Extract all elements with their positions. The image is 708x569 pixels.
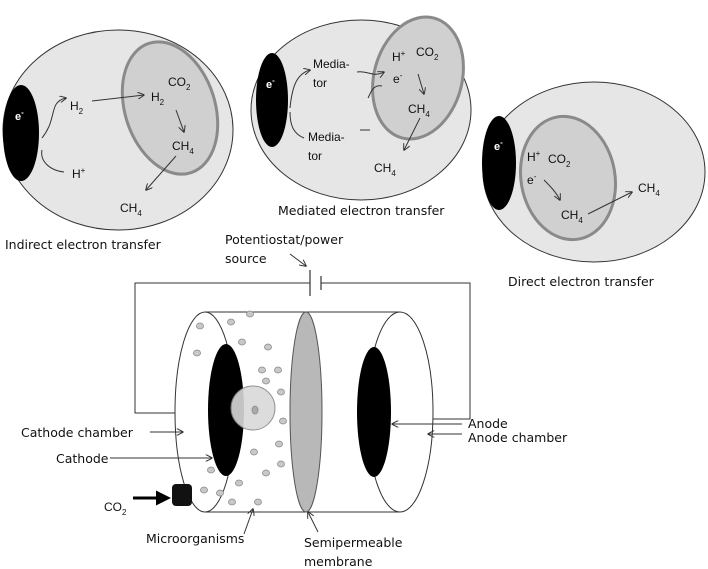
microorganism <box>216 489 224 497</box>
power-pointer <box>289 253 306 266</box>
electron-label: e- <box>393 71 403 86</box>
ch4-label: CH4 <box>638 181 660 198</box>
proton-arrow <box>41 149 65 173</box>
ch4-label: CH4 <box>408 102 430 119</box>
co2-label: CO2 <box>548 152 571 169</box>
mediator-return-arrow <box>289 111 305 139</box>
h2-transfer-arrow <box>91 95 144 102</box>
membrane-label: membrane <box>304 554 373 569</box>
electrode <box>3 85 39 181</box>
microorganism <box>251 405 259 415</box>
electron-label: e- <box>266 76 275 91</box>
electron-arrow <box>289 70 310 109</box>
microorganism <box>193 349 201 357</box>
microorganism <box>279 417 287 425</box>
microorganism <box>258 366 266 374</box>
microorganism <box>277 388 285 396</box>
cathode-chamber-label: Cathode chamber <box>21 425 134 440</box>
microorganism <box>264 343 272 351</box>
electron-label: e- <box>527 172 537 187</box>
cathode-label: Cathode <box>56 451 109 466</box>
co2-label: CO2 <box>416 45 439 62</box>
power-label: Potentiostat/power <box>225 232 344 247</box>
ch4-label: CH4 <box>561 208 583 225</box>
gas-inlet <box>172 484 192 506</box>
release-arrow <box>146 155 177 190</box>
anode-chamber-label: Anode chamber <box>468 430 568 445</box>
microorganism <box>262 377 270 385</box>
microbe <box>371 15 465 141</box>
electrode <box>482 116 516 210</box>
microorganisms <box>193 310 287 506</box>
microorganism <box>235 479 243 487</box>
mediator-reduction-arrow <box>367 85 383 99</box>
electron-arrow <box>41 98 66 139</box>
caption-direct: Direct electron transfer <box>508 274 655 289</box>
co2-label: CO2 <box>168 75 191 92</box>
ch4-label: CH4 <box>172 139 194 156</box>
mediator-label: tor <box>308 149 322 163</box>
reactor: Potentiostat/power source <box>21 232 568 569</box>
mediator-label: Media- <box>308 130 345 144</box>
hplus-label: H+ <box>392 49 406 64</box>
conversion-arrow <box>543 179 560 200</box>
direct-cell: e- H+ CO2 e- CH4 CH4 <box>482 81 706 263</box>
microorganism <box>227 318 235 326</box>
microorganism <box>207 466 215 474</box>
mediated-cell: e- Media- tor Media- tor H+ CO2 e- CH4 C… <box>250 15 472 201</box>
microorganism <box>254 498 262 506</box>
membrane <box>289 311 323 513</box>
h2-label: H2 <box>70 99 84 116</box>
microorganism <box>238 338 246 346</box>
microbe <box>120 40 220 176</box>
ch4-label: CH4 <box>374 161 396 178</box>
microorganism <box>277 460 285 468</box>
microorganism <box>274 366 282 374</box>
membrane-label: Semipermeable <box>304 535 403 550</box>
anode-electrode <box>357 347 391 477</box>
hplus-label: H+ <box>72 166 86 181</box>
circuit-wire <box>321 282 471 420</box>
microorganisms-label: Microorganisms <box>146 531 244 546</box>
co2-inlet-label: CO2 <box>104 500 127 517</box>
cathode-electrode <box>208 344 244 476</box>
caption-indirect: Indirect electron transfer <box>5 237 162 252</box>
mediator-label: tor <box>313 76 327 90</box>
microorganism <box>200 486 208 494</box>
mediator-transfer-arrow <box>356 71 384 75</box>
electrode <box>256 53 288 147</box>
electron-label: e- <box>15 108 24 123</box>
hplus-label: H+ <box>527 149 541 164</box>
caption-mediated: Mediated electron transfer <box>278 203 445 218</box>
power-label: source <box>225 251 267 266</box>
release-arrow <box>404 117 421 150</box>
ch4-label: CH4 <box>120 201 142 218</box>
h2-label: H2 <box>151 90 165 107</box>
microorganism <box>246 310 254 318</box>
microorganism <box>275 440 283 448</box>
microorganisms-pointer <box>243 509 253 535</box>
conversion-arrow <box>417 73 424 94</box>
microorganism <box>262 469 270 477</box>
indirect-cell: e- H2 H2 CO2 CH4 H+ CH4 <box>2 29 234 231</box>
anode-label: Anode <box>468 416 508 431</box>
mediator-label: Media- <box>313 57 350 71</box>
microorganism <box>228 498 236 506</box>
membrane-pointer <box>308 512 319 533</box>
conversion-arrow <box>175 109 184 132</box>
microorganism <box>250 448 258 456</box>
microorganism <box>196 322 204 330</box>
electron-label: e- <box>494 138 503 153</box>
release-arrow <box>587 192 632 215</box>
microbe <box>518 114 618 242</box>
